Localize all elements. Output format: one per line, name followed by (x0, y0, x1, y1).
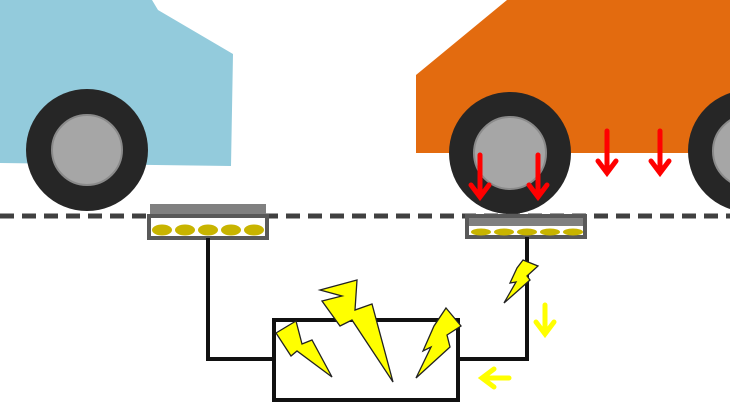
pressure-arrows (468, 128, 672, 202)
down-arrow-icon (526, 152, 550, 202)
orange-car-rear-hub (712, 119, 730, 183)
piezo-cell (198, 224, 218, 236)
piezo-cell (471, 228, 491, 236)
energy-flow-arrows (477, 302, 557, 390)
down-arrow-icon (595, 128, 619, 178)
piezo-cell (221, 224, 241, 236)
piezo-plate-left-top (150, 204, 266, 215)
piezo-cell (494, 228, 514, 236)
orange-car (416, 0, 730, 214)
piezo-cell (244, 224, 264, 236)
piezo-plate-right (465, 214, 587, 239)
down-arrow-icon (468, 152, 492, 202)
down-arrow-icon (533, 302, 557, 339)
orange-car-front-hub (473, 116, 547, 190)
left-arrow-icon (477, 366, 512, 390)
blue-car-hub (51, 114, 123, 186)
wire-right (458, 237, 529, 361)
wire-left (206, 238, 274, 361)
blue-car (0, 0, 233, 211)
orange-car-rear-tire (688, 93, 730, 209)
lightning-bolt-icon (275, 319, 333, 378)
down-arrow-icon (648, 128, 672, 178)
piezo-cell (152, 224, 172, 236)
piezo-plate-right-top (467, 215, 585, 226)
piezo-cell (175, 224, 195, 236)
lightning-bolt-icon (415, 306, 462, 379)
lightning-bolt-icon (503, 259, 540, 304)
lightning-bolt-icon (317, 279, 394, 383)
piezo-cell (540, 228, 560, 236)
energy-bolts (275, 259, 540, 383)
piezo-plate-left (147, 204, 269, 240)
piezo-cell (517, 228, 537, 236)
piezo-cell (563, 228, 583, 236)
